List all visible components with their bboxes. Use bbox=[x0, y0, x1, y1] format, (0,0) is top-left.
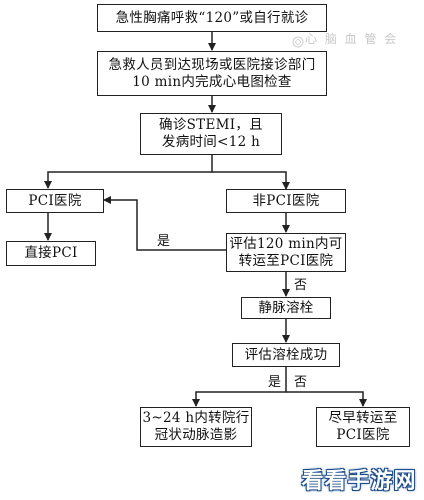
node-call-120: 急性胸痛呼救“120”或自行就诊 bbox=[97, 4, 327, 32]
node-direct-pci-text: 直接PCI bbox=[24, 245, 78, 261]
node-stemi-diagnosis: 确诊STEMI，且 发病时间<12 h bbox=[140, 113, 282, 155]
arrow-assess-yes-to-pci bbox=[103, 196, 226, 251]
node-ecg-line1: 急救人员到达现场或医院接诊部门 bbox=[108, 56, 316, 73]
node-call-120-text: 急性胸痛呼救“120”或自行就诊 bbox=[115, 9, 309, 26]
node-direct-pci: 直接PCI bbox=[6, 241, 96, 266]
arrow-success-no-to-early-transfer bbox=[286, 391, 367, 407]
node-non-pci-hospital-text: 非PCI医院 bbox=[252, 192, 320, 209]
node-assess-thrombolysis-success: 评估溶栓成功 bbox=[232, 343, 340, 367]
node-early-transfer-pci: 尽早转运至 PCI医院 bbox=[316, 407, 410, 447]
node-early-transfer-line1: 尽早转运至 bbox=[328, 410, 398, 426]
watermark-bottom-logo: 看看手游网 bbox=[301, 469, 417, 494]
node-transfer-angiography: 3~24 h内转院行 冠状动脉造影 bbox=[140, 407, 252, 447]
node-angiography-line2: 冠状动脉造影 bbox=[154, 427, 238, 443]
arrow-diagnosis-split bbox=[44, 155, 213, 189]
node-pci-hospital-text: PCI医院 bbox=[28, 192, 82, 209]
node-thrombolysis-text: 静脉溶栓 bbox=[258, 299, 314, 316]
watermark-top: 心 脑 血 管 会 bbox=[305, 32, 399, 46]
node-assess-success-text: 评估溶栓成功 bbox=[244, 346, 328, 363]
node-non-pci-hospital: 非PCI医院 bbox=[226, 189, 346, 213]
arrow-diagnosis-to-non-pci bbox=[212, 171, 287, 188]
node-ecg-within-10min: 急救人员到达现场或医院接诊部门 10 min内完成心电图检查 bbox=[97, 51, 327, 96]
node-ecg-line2: 10 min内完成心电图检查 bbox=[132, 73, 292, 90]
node-thrombolysis: 静脉溶栓 bbox=[241, 297, 331, 319]
node-stemi-line1: 确诊STEMI，且 bbox=[159, 117, 263, 133]
node-assess-transfer-line1: 评估120 min内可 bbox=[229, 235, 343, 252]
label-yes-transfer: 是 bbox=[157, 234, 171, 249]
node-assess-transfer-line2: 转运至PCI医院 bbox=[238, 252, 334, 269]
node-assess-transfer-120min: 评估120 min内可 转运至PCI医院 bbox=[226, 233, 346, 272]
watermark-logo-icon bbox=[292, 36, 304, 48]
label-no-success: 否 bbox=[294, 375, 308, 390]
arrow-success-yes-to-angiography bbox=[192, 367, 287, 407]
node-angiography-line1: 3~24 h内转院行 bbox=[142, 410, 250, 426]
node-stemi-line2: 发病时间<12 h bbox=[161, 134, 261, 150]
node-early-transfer-line2: PCI医院 bbox=[336, 427, 390, 443]
label-no-transfer: 否 bbox=[294, 278, 308, 293]
label-yes-success: 是 bbox=[268, 375, 282, 390]
node-pci-hospital: PCI医院 bbox=[6, 189, 104, 213]
